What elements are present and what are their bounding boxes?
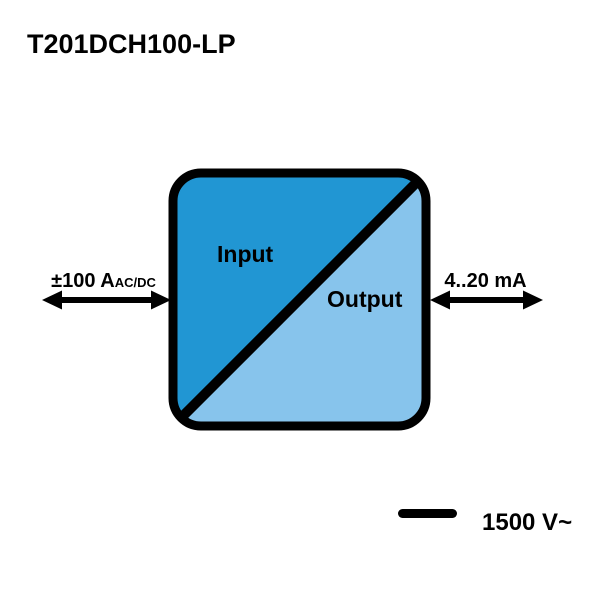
output-signal-value: 4..20 mA — [444, 270, 527, 292]
input-signal-subscript: AC/DC — [114, 275, 156, 290]
diagonal-divider — [173, 173, 426, 426]
right-range-arrow-icon — [430, 290, 543, 310]
left-range-arrow-icon — [42, 290, 171, 310]
input-label: Input — [217, 241, 274, 267]
input-signal-value: ±100 A — [51, 270, 115, 292]
converter-box-border — [168, 168, 431, 431]
isolation-voltage-label: 1500 V~ — [482, 509, 573, 536]
output-signal-label: 4..20 mA — [428, 271, 543, 291]
page-title: T201DCH100-LP — [27, 29, 236, 59]
output-label: Output — [327, 286, 403, 312]
isolation-bar-icon — [398, 509, 457, 518]
